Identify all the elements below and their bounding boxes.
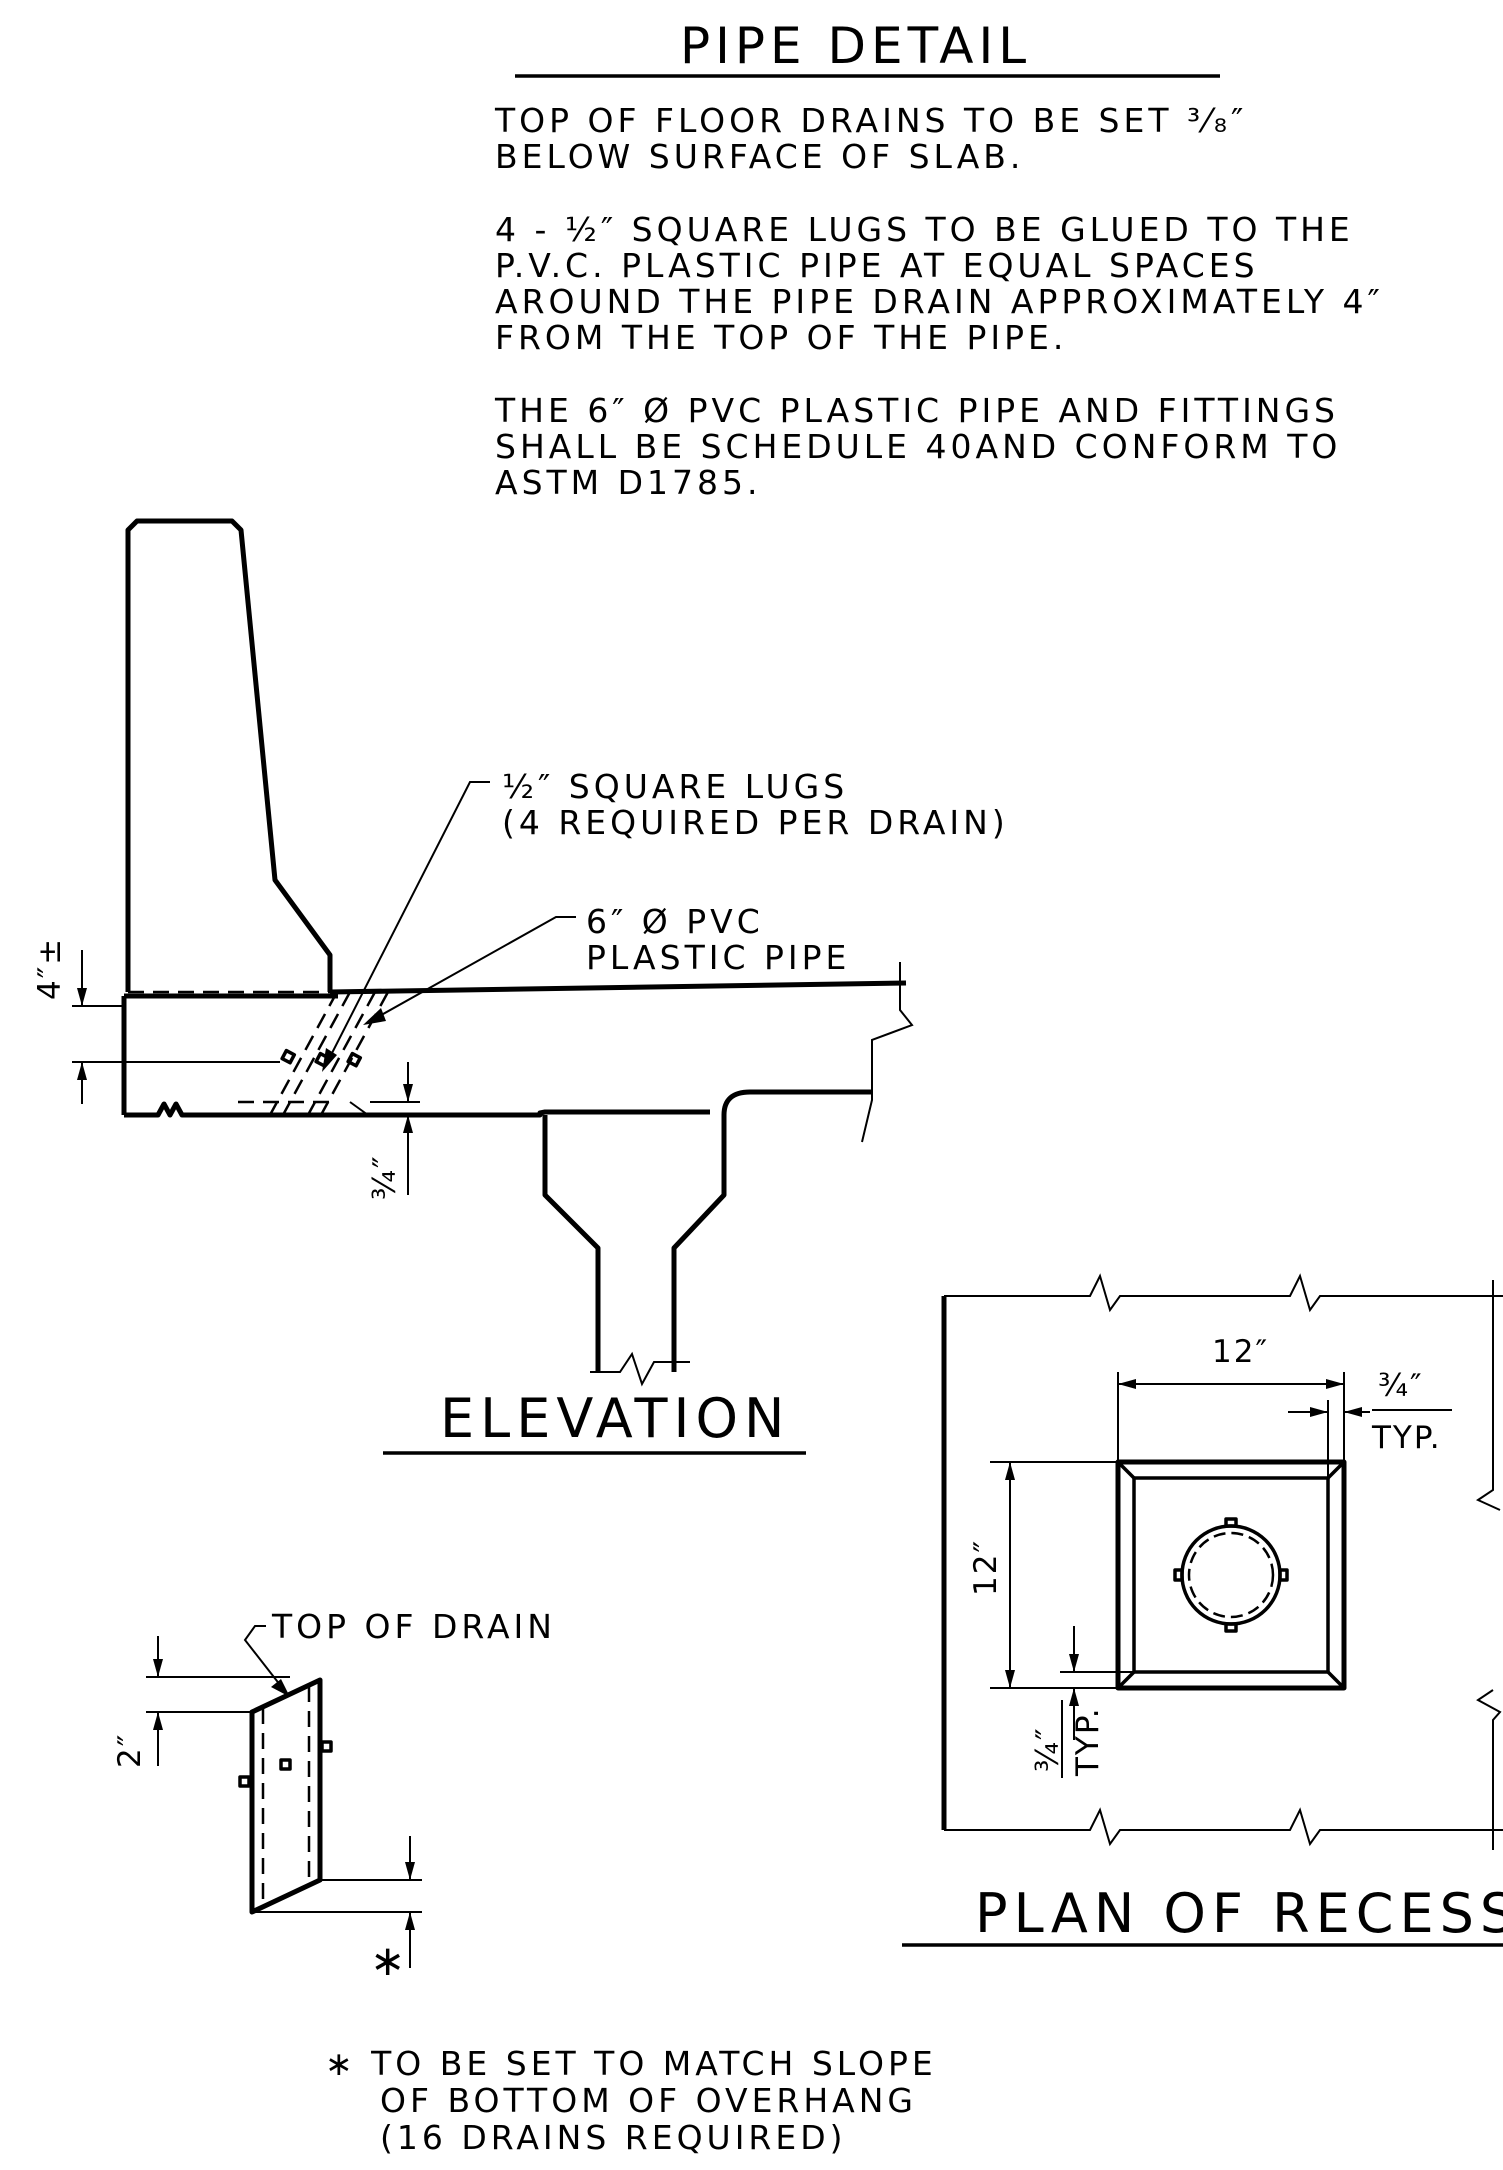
pipe-wall-3: [306, 991, 377, 1116]
deck-break-line: [861, 962, 914, 1143]
slab-right-break-line: [1475, 1280, 1501, 1511]
slab-top-break-line: [944, 1273, 1503, 1313]
note-2-line-3: AROUND THE PIPE DRAIN APPROXIMATELY 4″: [495, 282, 1384, 321]
dim-offset-v-label: ¾″: [1030, 1726, 1066, 1772]
general-notes: TOP OF FLOOR DRAINS TO BE SET ³⁄₈″ BELOW…: [494, 101, 1384, 502]
elevation-heading: ELEVATION: [440, 1387, 790, 1450]
dim-arrowhead: [1005, 1462, 1015, 1480]
recess-inner: [1132, 1476, 1330, 1674]
plan-of-recess: 12″ ¾″ TYP. 12″ ¾″ TYP. PLAN OF RECESS: [902, 1273, 1503, 1947]
pipe-callout-line-1: 6″ Ø PVC: [586, 902, 764, 941]
deck-haunch: [721, 1089, 872, 1116]
girder-outline: [542, 1115, 601, 1372]
note-1-line-2: BELOW SURFACE OF SLAB.: [495, 137, 1024, 176]
slab-bottom-break-line: [944, 1807, 1503, 1847]
dim-width-label: 12″: [1212, 1334, 1269, 1370]
lug-square: [320, 1740, 333, 1753]
recess-chamfer: [1326, 1460, 1346, 1480]
dim-arrowhead: [1118, 1379, 1136, 1389]
dim-arrowhead: [153, 1659, 163, 1677]
dim-arrowhead: [77, 988, 87, 1006]
pipe-section-detail: TOP OF DRAIN 2″ ∗: [112, 1607, 556, 1985]
lugs-leader-arrowhead: [322, 1048, 337, 1072]
dim-arrowhead: [1005, 1670, 1015, 1688]
note-3-line-2: SHALL BE SCHEDULE 40AND CONFORM TO: [495, 427, 1341, 466]
recess-chamfer: [1326, 1670, 1346, 1690]
pipe-leader-arrowhead: [363, 1008, 386, 1025]
lug-square: [1278, 1568, 1289, 1582]
dim-offset-label: ¾″: [1378, 1368, 1424, 1404]
typ-label: TYP.: [1371, 1420, 1442, 1456]
slab-right-break-line-lower: [1476, 1689, 1502, 1850]
dim-height-label: 12″: [968, 1539, 1004, 1596]
dim-arrowhead: [1326, 1379, 1344, 1389]
dim-2in-label: 2″: [112, 1733, 148, 1768]
footnote: ∗ TO BE SET TO MATCH SLOPE OF BOTTOM OF …: [325, 2044, 937, 2157]
dim-3-4in-label: ¾″: [367, 1154, 403, 1200]
pipe-plan-outer: [1180, 1524, 1282, 1626]
asterisk-mark: ∗: [370, 1936, 409, 1985]
elevation-view: ½″ SQUARE LUGS (4 REQUIRED PER DRAIN) 6″…: [32, 518, 1009, 1455]
dim-arrowhead: [77, 1062, 87, 1080]
pipe-plan-inner: [1187, 1531, 1275, 1619]
dim-arrowhead: [153, 1712, 163, 1730]
pipe-callout-line-2: PLASTIC PIPE: [586, 938, 850, 977]
note-3-line-1: THE 6″ Ø PVC PLASTIC PIPE AND FITTINGS: [494, 391, 1339, 430]
plan-heading: PLAN OF RECESS: [975, 1882, 1503, 1945]
recess-chamfer: [1116, 1670, 1136, 1690]
lugs-callout-line-1: ½″ SQUARE LUGS: [502, 767, 848, 806]
pipe-leader: [375, 916, 576, 1019]
note-2-line-4: FROM THE TOP OF THE PIPE.: [495, 318, 1067, 357]
page-title: PIPE DETAIL: [680, 17, 1031, 75]
lugs-leader: [329, 781, 490, 1058]
lug-square: [238, 1775, 251, 1788]
dim-arrowhead: [403, 1084, 413, 1102]
dim-4in-label: 4″±: [32, 937, 68, 1000]
footnote-line-2: OF BOTTOM OF OVERHANG: [380, 2081, 917, 2120]
deck-top-line: [329, 980, 907, 995]
top-of-drain-arrowhead: [271, 1679, 290, 1697]
deck-bottom-line: [124, 1101, 710, 1118]
dim-arrowhead: [1069, 1654, 1079, 1672]
lug-square: [346, 1051, 363, 1068]
lug-square: [280, 1048, 297, 1065]
footnote-line-3: (16 DRAINS REQUIRED): [380, 2118, 847, 2157]
note-1-line-1: TOP OF FLOOR DRAINS TO BE SET ³⁄₈″: [494, 101, 1247, 140]
recess-outer: [1115, 1459, 1347, 1691]
parapet-outline: [125, 518, 333, 992]
recess-bottom-right: [349, 1101, 369, 1116]
note-3-line-3: ASTM D1785.: [495, 463, 762, 502]
dim-arrowhead: [1069, 1688, 1079, 1706]
dim-arrowhead: [403, 1115, 413, 1133]
dim-arrowhead: [405, 1912, 415, 1930]
lugs-callout-line-2: (4 REQUIRED PER DRAIN): [502, 803, 1009, 842]
lug-square: [1224, 1622, 1238, 1633]
girder-outline-right: [671, 1115, 727, 1372]
dim-arrowhead: [405, 1862, 415, 1880]
note-2-line-1: 4 - ½″ SQUARE LUGS TO BE GLUED TO THE: [495, 210, 1354, 249]
lug-square: [1224, 1517, 1238, 1528]
dim-arrowhead: [1310, 1407, 1328, 1417]
lug-square: [279, 1758, 292, 1771]
recess-chamfer: [1116, 1460, 1136, 1480]
lug-square: [1173, 1568, 1184, 1582]
footnote-line-1: ∗ TO BE SET TO MATCH SLOPE: [325, 2044, 937, 2083]
girder-break-line: [590, 1351, 690, 1387]
top-of-drain-label: TOP OF DRAIN: [271, 1607, 556, 1646]
note-2-line-2: P.V.C. PLASTIC PIPE AT EQUAL SPACES: [495, 246, 1259, 285]
dim-arrowhead: [1344, 1407, 1362, 1417]
typ-label-v: TYP.: [1070, 1706, 1106, 1777]
top-of-drain-leader: [243, 1625, 285, 1691]
